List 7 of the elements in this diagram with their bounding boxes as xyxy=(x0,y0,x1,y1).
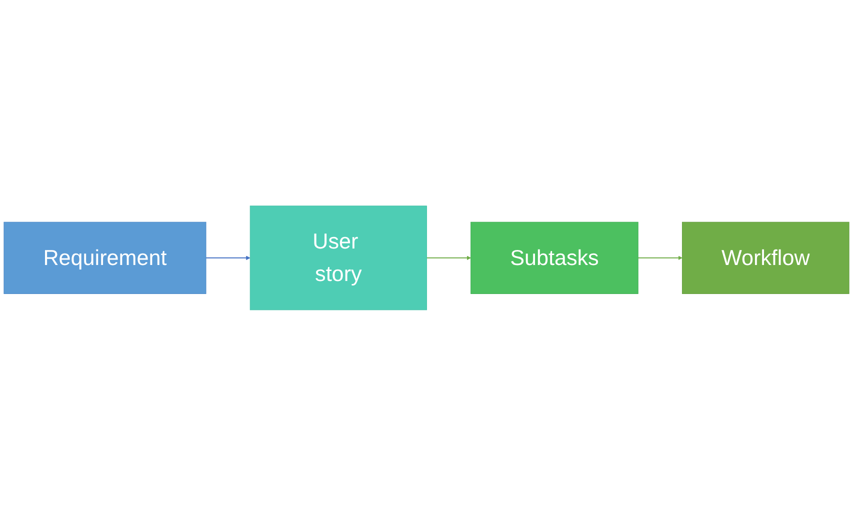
arrow xyxy=(638,255,682,260)
node-box: Requirement xyxy=(4,221,206,294)
node-box: Subtasks xyxy=(470,221,638,294)
arrow xyxy=(426,255,472,260)
node-box: User story xyxy=(250,205,427,310)
node-box: Workflow xyxy=(682,221,850,294)
arrow xyxy=(206,255,250,260)
